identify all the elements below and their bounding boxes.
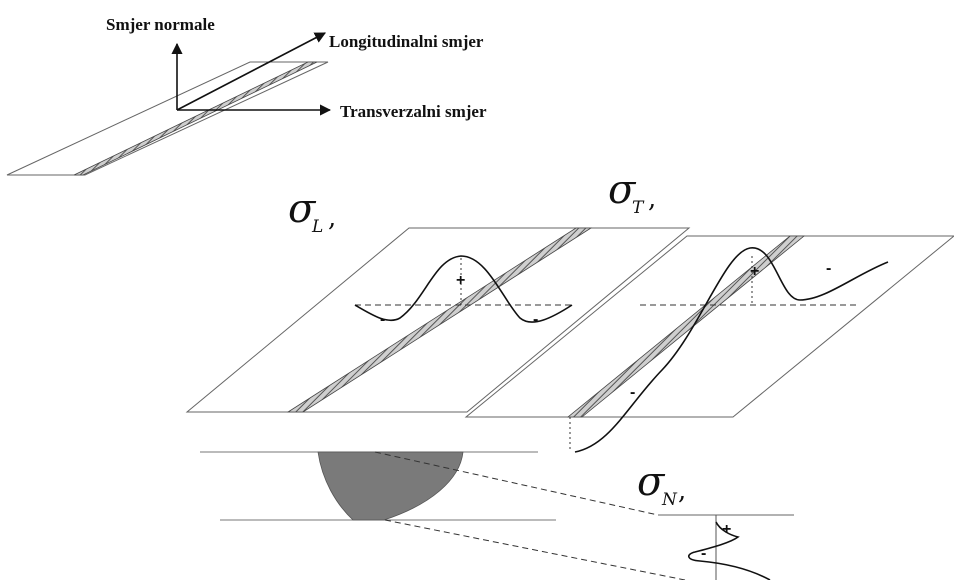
transverse-direction-label: Transverzalni smjer — [340, 102, 487, 121]
svg-text:L: L — [311, 217, 323, 237]
sign-L-center: + — [456, 272, 465, 289]
sign-T-bottom: - — [630, 384, 635, 401]
sign-N-lower: - — [701, 545, 706, 562]
longitudinal-direction-label: Longitudinalni smjer — [329, 32, 484, 51]
small-weld-bead — [73, 61, 318, 176]
sign-L-left: - — [380, 311, 385, 328]
normal-direction-label: Smjer normale — [106, 15, 215, 34]
svg-text:σ: σ — [637, 459, 666, 505]
longitudinal-stress-plate: + - - — [185, 227, 691, 413]
sign-T-peak: + — [750, 263, 759, 280]
sigma-T-label: σ T , — [608, 167, 656, 218]
svg-text:σ: σ — [608, 167, 637, 213]
svg-text:,: , — [648, 184, 656, 214]
weld-cross-section — [200, 451, 686, 580]
projection-line-bottom — [384, 519, 686, 580]
normal-stress-profile: + - — [658, 514, 794, 580]
svg-text:σ: σ — [288, 186, 317, 232]
sign-N-upper: + — [722, 521, 731, 538]
normal-stress-curve — [688, 521, 771, 580]
svg-text:T: T — [632, 198, 645, 218]
weld-bead-L — [286, 227, 593, 413]
svg-text:,: , — [678, 476, 686, 506]
sigma-L-label: σ L , — [288, 186, 336, 237]
sign-T-right: - — [826, 260, 831, 277]
longitudinal-direction-arrow — [176, 32, 326, 111]
plate-T — [464, 235, 954, 418]
svg-text:,: , — [328, 203, 336, 233]
sigma-N-label: σ N , — [637, 459, 686, 510]
plate-L — [185, 227, 691, 413]
transverse-stress-plate: + - - — [464, 235, 954, 453]
small-plate — [6, 61, 329, 176]
orientation-diagram: Smjer normale Longitudinalni smjer Trans… — [6, 15, 487, 176]
weld-bead-T — [566, 235, 806, 418]
projection-line-top — [374, 451, 659, 516]
transverse-stress-curve — [574, 247, 889, 453]
sign-L-right: - — [533, 311, 538, 328]
longitudinal-stress-curve — [354, 255, 573, 323]
weld-fusion-zone — [317, 451, 464, 521]
svg-text:N: N — [661, 490, 678, 510]
